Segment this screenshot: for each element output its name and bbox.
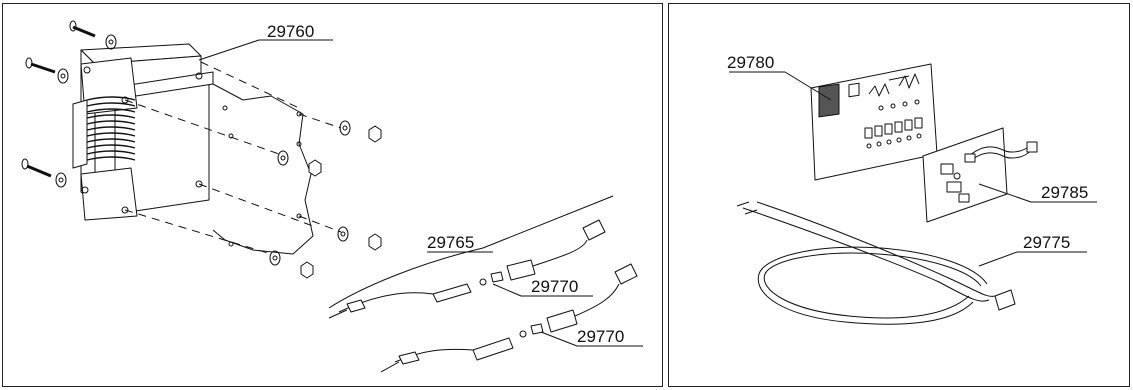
right-diagram-svg: 29780 29785 29775 — [727, 53, 1097, 325]
mounting-panel-outline — [212, 83, 314, 255]
part-label-29785: 29785 — [1041, 183, 1088, 202]
washer-and-nut-set-right — [269, 120, 382, 279]
cable-drawing — [736, 201, 1016, 325]
leader-29770-a — [492, 283, 593, 297]
right-diagram-panel: 29780 29785 29775 — [668, 3, 1130, 387]
leader-29760 — [198, 39, 333, 61]
screw-and-washer-set-left — [21, 20, 117, 188]
left-diagram-panel: 29760 29765 29770 29770 — [2, 3, 663, 387]
leader-29775 — [978, 251, 1087, 267]
leader-29770-b — [540, 331, 643, 347]
control-board-drawing — [810, 63, 938, 181]
part-label-29765: 29765 — [427, 233, 474, 252]
relay-board-drawing — [922, 127, 1038, 223]
transformer-drawing — [72, 43, 214, 221]
part-label-29775: 29775 — [1023, 233, 1070, 252]
fuse-harness-drawing — [328, 195, 638, 373]
leader-29780 — [729, 71, 832, 101]
part-label-29770-top: 29770 — [531, 277, 578, 296]
leader-29785 — [978, 183, 1097, 203]
part-label-29780: 29780 — [727, 53, 774, 72]
part-label-29770-bottom: 29770 — [577, 327, 624, 346]
part-label-29760: 29760 — [267, 22, 314, 41]
left-diagram-svg: 29760 29765 29770 29770 — [21, 20, 643, 373]
